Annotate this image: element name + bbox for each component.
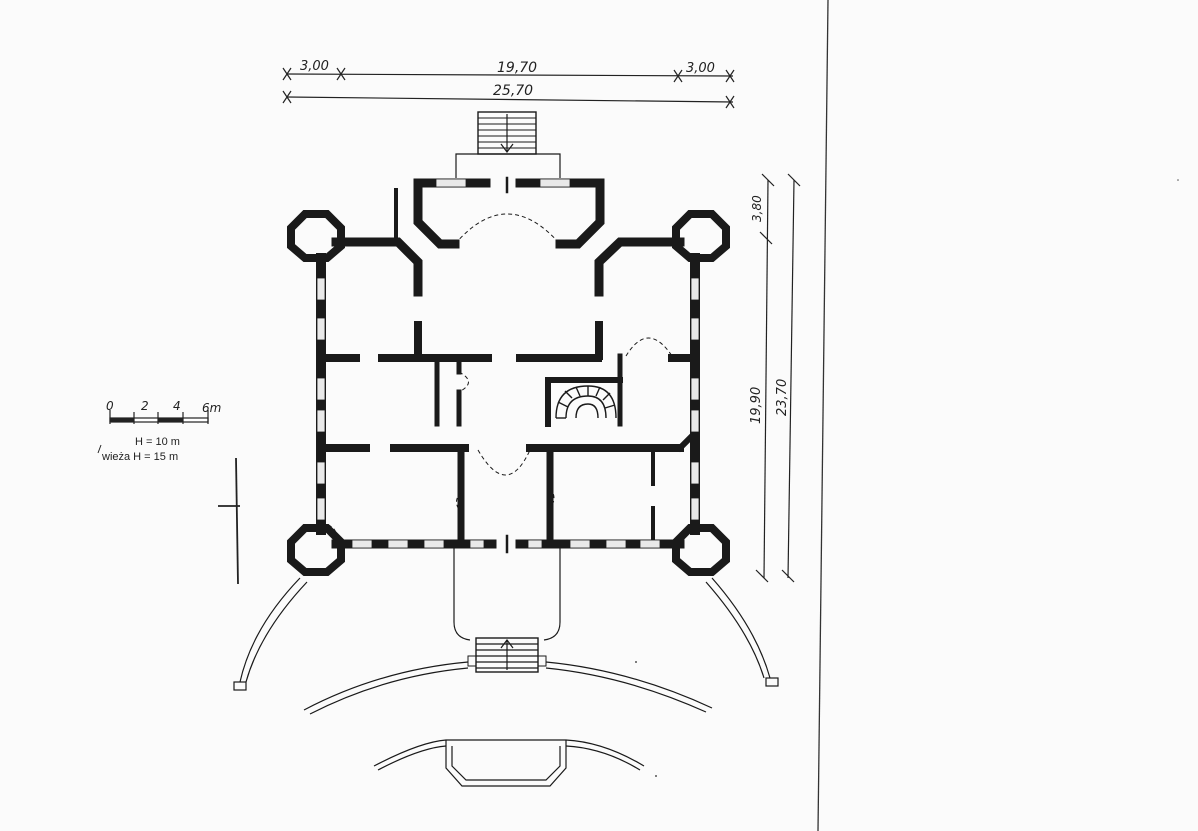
scale-bar: 0 2 4 6m (106, 399, 221, 424)
height-note: H = 10 m (135, 436, 180, 448)
dim-right-side: 3,00 (686, 61, 715, 76)
scale-tick-0: 0 (106, 399, 114, 413)
dim-center: 19,70 (497, 60, 537, 76)
garden-arcs (233, 577, 779, 787)
dashed-arches (327, 213, 673, 541)
page-fold-line (817, 0, 829, 831)
dim-tower-depth: 3,80 (750, 195, 764, 222)
right-dimensions (755, 173, 801, 583)
tower-height-note: wieża H = 15 m (101, 451, 178, 463)
windows (316, 178, 700, 549)
north-stairs (455, 111, 561, 178)
dim-left-side: 3,00 (300, 59, 329, 74)
section-marker (218, 457, 240, 585)
dim-total-depth: 23,70 (775, 379, 790, 416)
scale-tick-6m: 6m (202, 401, 221, 415)
scale-tick-4: 4 (173, 399, 181, 413)
scale-tick-2: 2 (141, 399, 149, 413)
south-terrace (453, 548, 561, 673)
top-dimensions (282, 67, 735, 109)
dim-main-depth: 19,90 (749, 387, 764, 424)
paper-specks (635, 179, 1179, 777)
building-walls (287, 176, 730, 576)
spiral-staircase (555, 385, 617, 419)
dim-total-width: 25,70 (493, 83, 533, 99)
